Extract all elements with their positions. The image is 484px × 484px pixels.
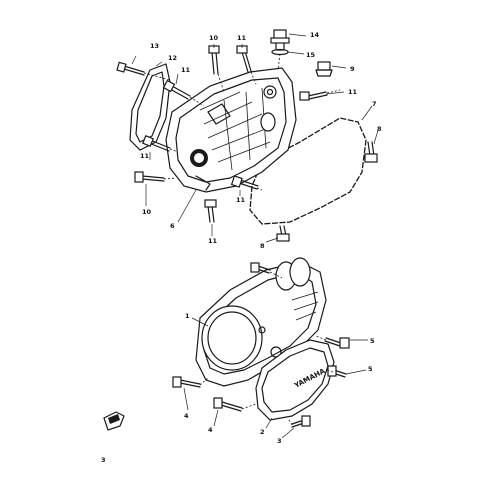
screw-11f [204, 199, 217, 223]
callout-11d: 11 [140, 152, 150, 160]
callout-7: 7 [372, 100, 377, 108]
callout-8a: 8 [377, 125, 382, 133]
screw-10b [134, 171, 165, 183]
callout-12: 12 [168, 54, 177, 62]
callout-9: 9 [350, 65, 355, 73]
screw-4a [250, 262, 271, 274]
screw-13 [116, 61, 145, 76]
callout-11f: 11 [208, 237, 218, 245]
callout-15: 15 [306, 51, 316, 59]
callout-5b: 5 [368, 365, 373, 373]
callout-1: 1 [185, 312, 190, 320]
callout-6: 6 [170, 222, 175, 230]
callout-11c: 11 [348, 88, 358, 96]
callout-5a: 5 [370, 337, 375, 345]
screw-5b [327, 365, 347, 378]
screw-11c [299, 91, 328, 101]
screw-11a [236, 45, 252, 73]
callout-8b: 8 [260, 242, 265, 250]
callout-10b: 10 [142, 208, 152, 216]
crankcase-cover-6 [165, 67, 297, 193]
callout-11e: 11 [236, 196, 246, 204]
screw-4b [172, 376, 201, 388]
screw-8b [276, 225, 290, 242]
screw-4c [213, 397, 243, 412]
callout-14: 14 [310, 31, 320, 39]
callout-11a: 11 [237, 34, 247, 42]
callout-11b: 11 [181, 66, 191, 74]
callout-13: 13 [150, 42, 159, 50]
flywheel-cover-1 [195, 257, 327, 387]
inner-cover-2: YAMAHA [255, 339, 335, 421]
callout-2: 2 [260, 428, 265, 436]
leader-lines [131, 33, 379, 439]
gasket-7 [249, 117, 367, 225]
callout-4a: 4 [184, 412, 189, 420]
clip-part [103, 411, 125, 431]
screw-3 [291, 415, 311, 428]
screw-11b [162, 79, 191, 100]
screw-5a [324, 337, 350, 349]
callout-10a: 10 [209, 34, 219, 42]
screw-10a [208, 45, 220, 75]
screw-8a [364, 141, 378, 163]
callout-4b: 4 [208, 426, 213, 434]
plug-9 [315, 61, 333, 77]
screw-11e [230, 175, 259, 190]
callout-3: 3 [277, 437, 282, 445]
filler-plug-14 [270, 29, 290, 51]
figure-number: 3 [101, 456, 106, 464]
screw-11d [142, 135, 171, 152]
